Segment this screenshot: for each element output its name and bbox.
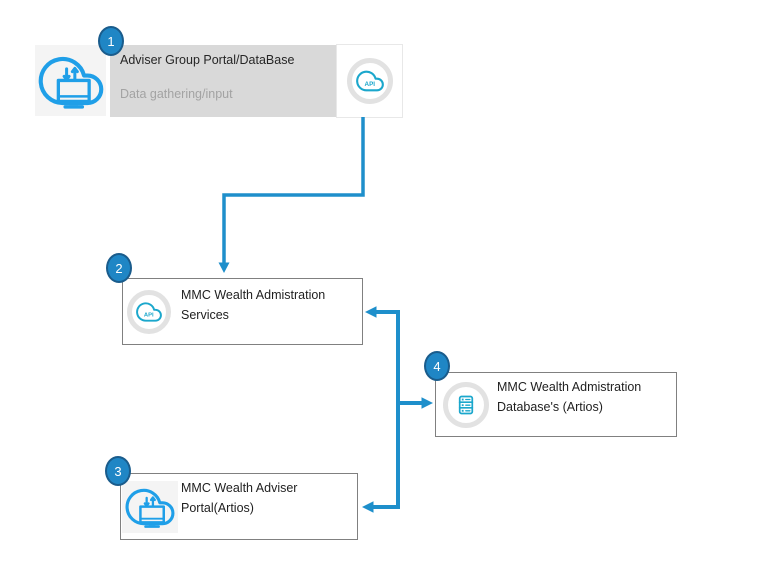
services-label-line1: MMC Wealth Admistration <box>181 288 326 302</box>
adviser-portal-label-line1: MMC Wealth Adviser <box>181 481 298 495</box>
adviser-portal-label: MMC Wealth Adviser Portal(Artios) <box>181 478 297 518</box>
cloud-sync-monitor-icon <box>35 45 106 116</box>
source-subtitle: Data gathering/input <box>120 87 233 101</box>
step-badge-2: 2 <box>106 253 132 283</box>
services-label-line2: Services <box>181 308 229 322</box>
node-source: Adviser Group Portal/DataBase Data gathe… <box>110 45 336 117</box>
source-title: Adviser Group Portal/DataBase <box>120 53 295 67</box>
step-badge-1: 1 <box>98 26 124 56</box>
api-label: API <box>144 313 154 319</box>
databases-label-line1: MMC Wealth Admistration <box>497 380 642 394</box>
source-api-panel: API <box>336 44 403 118</box>
databases-label-line2: Database's (Artios) <box>497 400 603 414</box>
node-databases: MMC Wealth Admistration Database's (Arti… <box>435 372 677 437</box>
api-cloud-icon: API <box>127 290 171 334</box>
api-cloud-icon: API <box>347 58 393 104</box>
adviser-portal-label-line2: Portal(Artios) <box>181 501 254 515</box>
node-services: API MMC Wealth Admistration Services <box>122 278 363 345</box>
step-badge-3: 3 <box>105 456 131 486</box>
step-badge-4: 4 <box>424 351 450 381</box>
node-adviser-portal: MMC Wealth Adviser Portal(Artios) <box>120 473 358 540</box>
services-label: MMC Wealth Admistration Services <box>181 285 325 325</box>
cloud-sync-monitor-icon <box>122 481 178 533</box>
api-label: API <box>365 81 376 88</box>
databases-label: MMC Wealth Admistration Database's (Arti… <box>497 377 641 417</box>
server-stack-icon <box>443 382 489 428</box>
